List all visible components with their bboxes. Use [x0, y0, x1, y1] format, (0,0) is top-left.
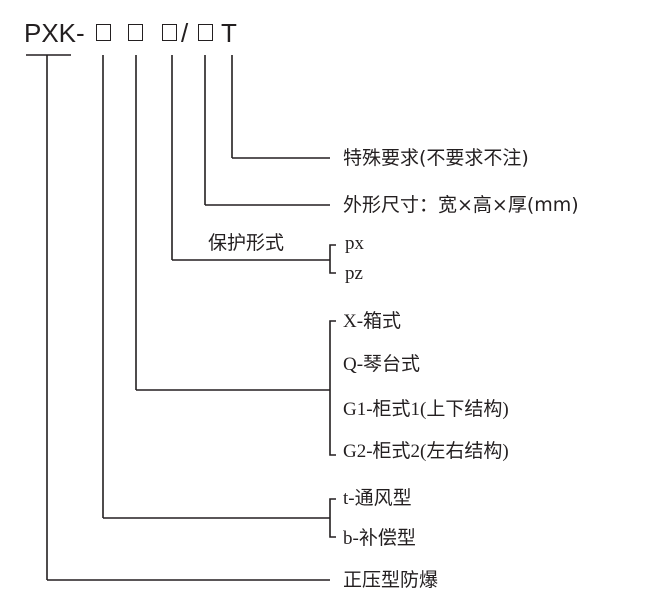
- placeholder-box-2: [128, 24, 143, 41]
- special-requirement-label: 特殊要求(不要求不注): [343, 147, 529, 169]
- protection-option-px: px: [345, 233, 364, 254]
- protection-option-pz: pz: [345, 263, 363, 284]
- cabinet-option-g2: G2-柜式2(左右结构): [343, 441, 509, 462]
- placeholder-box-1: [96, 24, 111, 41]
- cabinet-option-x: X-箱式: [343, 311, 402, 332]
- explosion-type-label: 正压型防爆: [343, 569, 439, 591]
- cabinet-option-q: Q-琴台式: [343, 354, 421, 375]
- ventilation-bracket: [329, 498, 336, 538]
- cabinet-option-g1: G1-柜式1(上下结构): [343, 399, 509, 420]
- protection-bracket: [329, 244, 336, 274]
- cabinet-bracket: [329, 320, 336, 456]
- code-separator: /: [181, 18, 189, 48]
- code-suffix: T: [221, 18, 237, 48]
- placeholder-box-4: [198, 24, 213, 41]
- code-prefix: PXK-: [24, 18, 85, 48]
- dimensions-label: 外形尺寸：宽×高×厚(mm): [343, 194, 579, 216]
- protection-title: 保护形式: [208, 232, 285, 254]
- placeholder-box-3: [162, 24, 177, 41]
- ventilation-option-t: t-通风型: [343, 488, 412, 509]
- ventilation-option-b: b-补偿型: [343, 528, 416, 549]
